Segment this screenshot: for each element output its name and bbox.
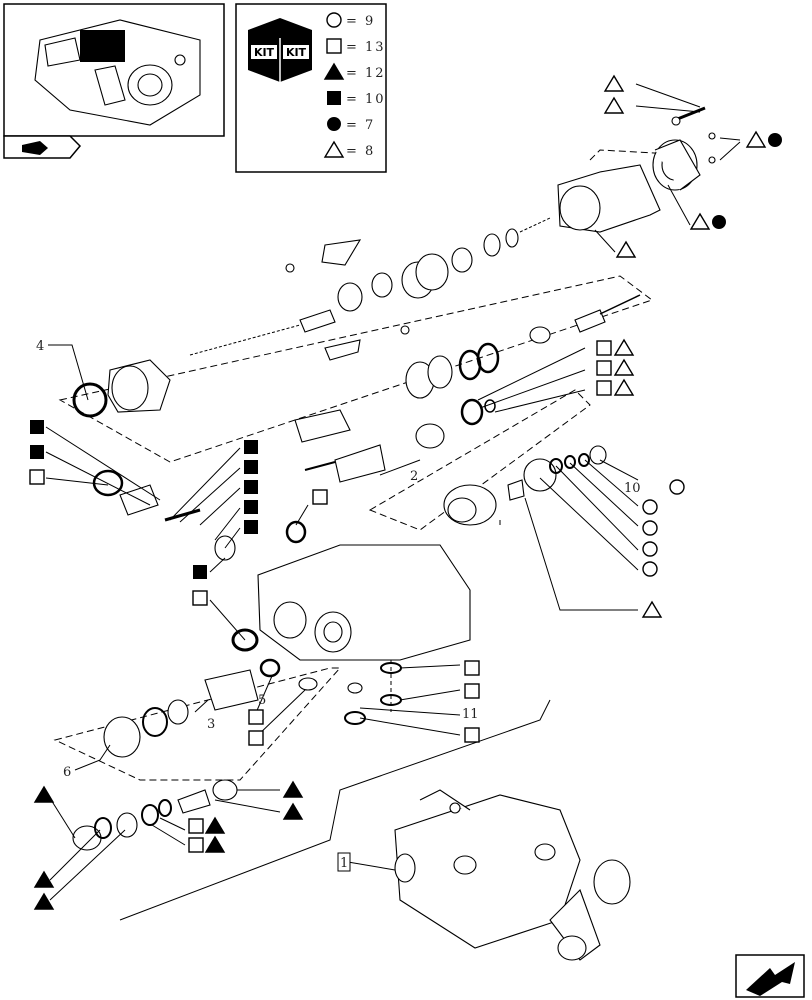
callout-6: 6 [63, 765, 71, 780]
kit-legend: KIT KIT = 9 = 13 = 12 = 10 = 7 = 8 [235, 3, 387, 173]
callout-10: 10 [624, 481, 641, 496]
legend-row-2-text: = 13 [346, 40, 386, 55]
svg-text:KIT: KIT [286, 46, 307, 59]
legend-open-circle-icon [326, 12, 342, 28]
legend-row-3-text: = 12 [346, 66, 386, 81]
callout-numbers: 4 2 10 3 5 6 11 1 [36, 339, 641, 872]
callout-3: 3 [207, 717, 215, 732]
legend-filled-square-icon [327, 91, 341, 105]
callout-1: 1 [340, 856, 348, 871]
assembly-boundaries [53, 149, 691, 921]
main-spool-section [72, 294, 641, 483]
valve-body [231, 544, 471, 725]
svg-text:KIT: KIT [254, 46, 275, 59]
kit-icon: KIT KIT [248, 18, 312, 82]
next-page-arrow-icon [746, 962, 795, 996]
legend-row-6-text: = 8 [346, 144, 375, 159]
legend-open-square-icon [326, 38, 342, 54]
detent-parts [92, 469, 307, 561]
legend-row-4-text: = 10 [346, 92, 386, 107]
arrow-icon[interactable] [22, 141, 48, 155]
plug-assembly [443, 445, 607, 526]
upper-spool-stack [189, 217, 551, 361]
callout-2: 2 [410, 469, 418, 484]
callout-5: 5 [258, 693, 266, 708]
thumbnail-box[interactable] [3, 3, 225, 159]
end-cap-assembly [557, 106, 716, 233]
valve-thumbnail-image [34, 19, 201, 126]
legend-row-1-text: = 9 [346, 14, 375, 29]
callout-4: 4 [36, 339, 44, 354]
next-page-button[interactable] [735, 954, 805, 998]
assembled-valve [394, 789, 631, 961]
spring-assembly [72, 669, 259, 851]
leader-lines [45, 83, 741, 901]
callout-11: 11 [462, 707, 479, 722]
legend-filled-circle-icon [327, 117, 341, 131]
legend-row-5-text: = 7 [346, 118, 375, 133]
